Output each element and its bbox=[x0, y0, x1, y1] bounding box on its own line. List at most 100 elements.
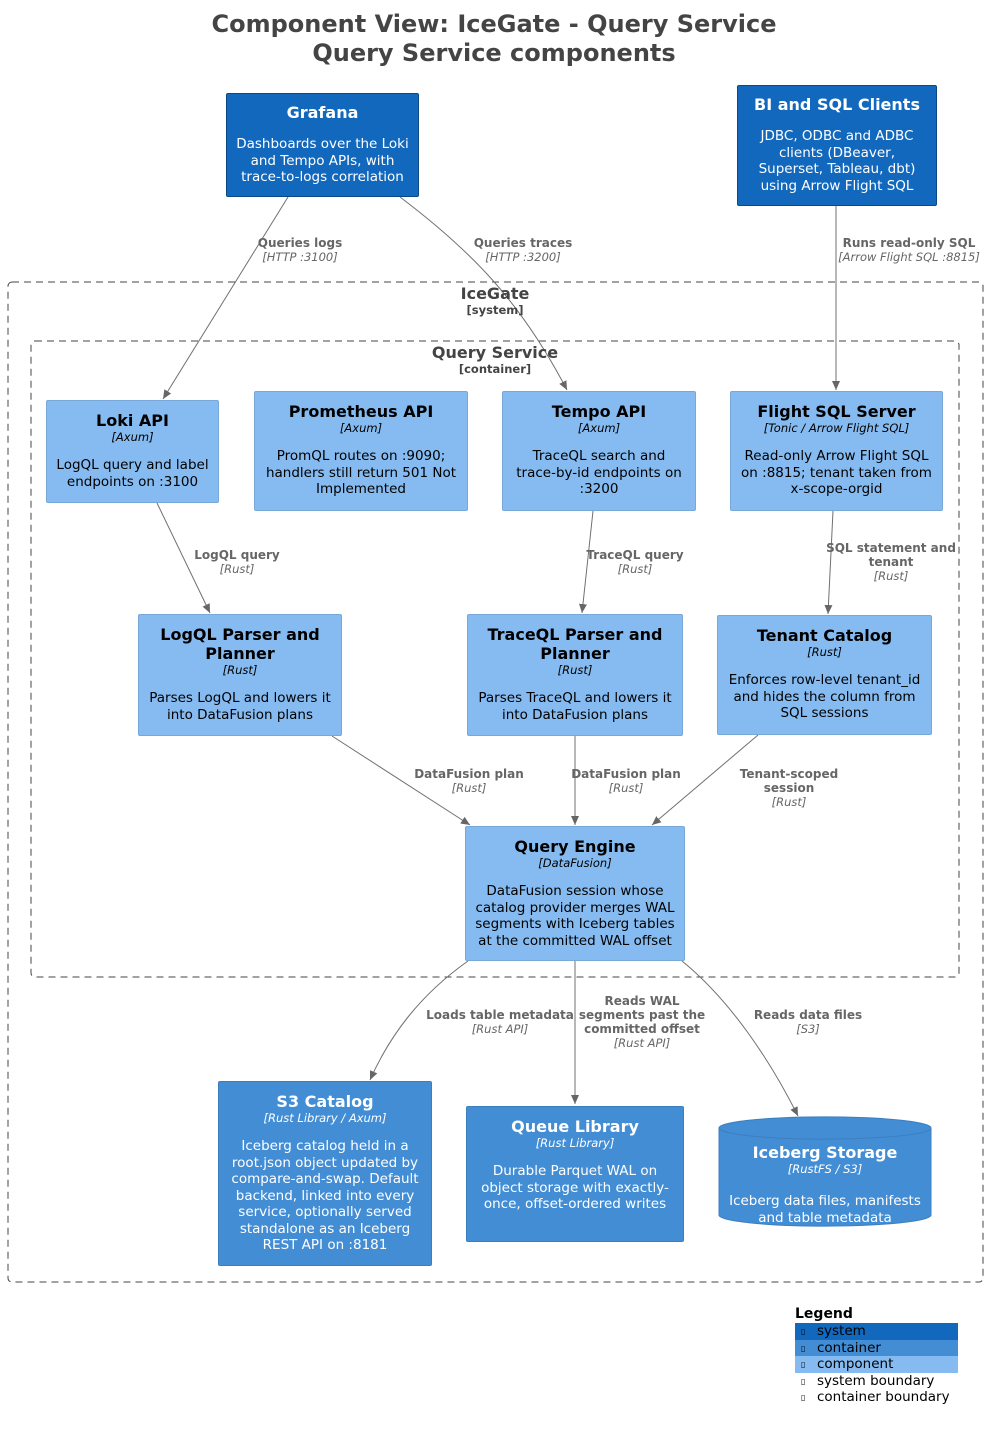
legend: Legend ▯ system ▯ container ▯ component … bbox=[795, 1306, 958, 1406]
tempo-api-component[interactable]: Tempo API [Axum] TraceQL search and trac… bbox=[502, 391, 696, 511]
relation-label-technology: [Rust] bbox=[873, 569, 909, 583]
relation-label-grafana-loki: Queries logs [HTTP :3100] bbox=[240, 236, 360, 264]
element-name: BI and SQL Clients bbox=[754, 95, 920, 114]
arrow-grafana-tempo bbox=[399, 196, 568, 391]
element-description: LogQL query and label endpoints on :3100 bbox=[56, 457, 209, 490]
element-technology: [Rust Library] bbox=[535, 1136, 615, 1150]
legend-item-label: component bbox=[817, 1356, 894, 1372]
legend-item-container-boundary: ▯ container boundary bbox=[795, 1389, 958, 1406]
arrow-tenant-engine bbox=[651, 734, 759, 826]
element-technology: [Axum] bbox=[339, 421, 383, 435]
relation-label-engine-catalog: Loads table metadata [Rust API] bbox=[425, 1008, 575, 1036]
system-boundary-type: [system] bbox=[466, 303, 524, 317]
legend-item-label: container boundary bbox=[817, 1389, 950, 1405]
element-description: Dashboards over the Loki and Tempo APIs,… bbox=[236, 136, 409, 185]
element-description: Iceberg catalog held in a root.json obje… bbox=[231, 1138, 419, 1253]
query-engine-component[interactable]: Query Engine [DataFusion] DataFusion ses… bbox=[465, 826, 685, 961]
element-description: DataFusion session whose catalog provide… bbox=[475, 883, 675, 949]
tenant-catalog-component[interactable]: Tenant Catalog [Rust] Enforces row-level… bbox=[717, 615, 932, 735]
element-description: TraceQL search and trace-by-id endpoints… bbox=[516, 448, 682, 497]
legend-title: Legend bbox=[795, 1306, 853, 1322]
relation-label-engine-storage: Reads data files [S3] bbox=[748, 1008, 868, 1036]
logql-parser-planner-component[interactable]: LogQL Parser and Planner [Rust] Parses L… bbox=[138, 614, 342, 736]
iceberg-storage-database[interactable]: Iceberg Storage [RustFS / S3] Iceberg da… bbox=[719, 1143, 931, 1228]
element-description: Enforces row-level tenant_id and hides t… bbox=[728, 672, 921, 721]
diagram-title-line2: Query Service components bbox=[312, 39, 676, 67]
relation-label-technology: [Rust API] bbox=[471, 1022, 529, 1036]
element-name: Loki API bbox=[96, 411, 169, 430]
prometheus-api-component[interactable]: Prometheus API [Axum] PromQL routes on :… bbox=[254, 391, 468, 511]
legend-item-component: ▯ component bbox=[795, 1356, 958, 1373]
system-boundary-label: IceGate [system] bbox=[395, 285, 595, 318]
container-boundary-label: Query Service [container] bbox=[395, 343, 595, 377]
relation-label-loki-logql: LogQL query [Rust] bbox=[177, 548, 297, 576]
arrow-flight-tenant bbox=[824, 510, 834, 615]
legend-item-system: ▯ system bbox=[795, 1323, 958, 1340]
container-boundary bbox=[30, 340, 960, 978]
relation-label-technology: [Arrow Flight SQL :8815] bbox=[838, 250, 980, 264]
relation-label-text: Reads WAL segments past the committed of… bbox=[578, 994, 706, 1036]
legend-item-label: container bbox=[817, 1339, 881, 1356]
legend-item-label: system boundary bbox=[817, 1372, 935, 1389]
legend-item-label: system bbox=[817, 1323, 866, 1339]
element-name: Flight SQL Server bbox=[757, 402, 916, 421]
element-name: Iceberg Storage bbox=[752, 1143, 898, 1162]
element-name: S3 Catalog bbox=[276, 1092, 374, 1111]
element-name: Tenant Catalog bbox=[756, 626, 893, 645]
element-name: Queue Library bbox=[511, 1117, 639, 1136]
element-description: Parses TraceQL and lowers it into DataFu… bbox=[478, 690, 672, 723]
relation-label-technology: [HTTP :3100] bbox=[262, 250, 338, 264]
relation-label-grafana-tempo: Queries traces [HTTP :3200] bbox=[458, 236, 588, 264]
relation-label-traceql-engine: DataFusion plan [Rust] bbox=[566, 767, 686, 795]
relation-label-tempo-traceql: TraceQL query [Rust] bbox=[575, 548, 695, 576]
legend-swatch-icon: ▯ bbox=[801, 1393, 806, 1402]
relation-label-bi-flight: Runs read-only SQL [Arrow Flight SQL :88… bbox=[830, 236, 988, 264]
flight-sql-server-component[interactable]: Flight SQL Server [Tonic / Arrow Flight … bbox=[730, 391, 943, 511]
queue-library-container[interactable]: Queue Library [Rust Library] Durable Par… bbox=[466, 1106, 684, 1242]
legend-item-container: ▯ container bbox=[795, 1339, 958, 1356]
relation-label-text: Tenant-scoped session bbox=[739, 767, 839, 795]
container-boundary-name: Query Service bbox=[431, 343, 559, 362]
relation-label-text: Queries logs bbox=[257, 236, 343, 250]
relation-label-text: Runs read-only SQL bbox=[842, 236, 976, 250]
arrow-loki-logql bbox=[156, 502, 211, 614]
relation-label-technology: [HTTP :3200] bbox=[485, 250, 561, 264]
diagram-title-line1: Component View: IceGate - Query Service bbox=[211, 10, 777, 38]
element-description: Iceberg data files, manifests and table … bbox=[729, 1193, 921, 1226]
element-description: PromQL routes on :9090; handlers still r… bbox=[265, 448, 457, 497]
iceberg-storage-cylinder bbox=[718, 1116, 932, 1227]
element-description: Read-only Arrow Flight SQL on :8815; ten… bbox=[741, 448, 932, 497]
relation-label-text: Queries traces bbox=[473, 236, 573, 250]
arrow-tempo-traceql bbox=[578, 510, 594, 614]
relation-label-technology: [Rust] bbox=[608, 781, 644, 795]
bi-sql-clients-system[interactable]: BI and SQL Clients JDBC, ODBC and ADBC c… bbox=[737, 85, 937, 206]
element-technology: [Rust Library / Axum] bbox=[263, 1111, 387, 1125]
element-name: Query Engine bbox=[514, 837, 636, 856]
relation-label-text: TraceQL query bbox=[586, 548, 684, 562]
element-technology: [Axum] bbox=[577, 421, 621, 435]
legend-swatch-icon: ▯ bbox=[801, 1327, 806, 1336]
traceql-parser-planner-component[interactable]: TraceQL Parser and Planner [Rust] Parses… bbox=[467, 614, 683, 736]
relation-label-text: Loads table metadata bbox=[426, 1008, 574, 1022]
legend-item-system-boundary: ▯ system boundary bbox=[795, 1373, 958, 1390]
relation-label-technology: [Rust] bbox=[219, 562, 255, 576]
legend-swatch-icon: ▯ bbox=[801, 1343, 806, 1353]
relation-label-technology: [Rust] bbox=[617, 562, 653, 576]
relation-label-technology: [Rust] bbox=[771, 795, 807, 809]
s3-catalog-container[interactable]: S3 Catalog [Rust Library / Axum] Iceberg… bbox=[218, 1081, 432, 1266]
relation-label-technology: [S3] bbox=[796, 1022, 820, 1036]
relation-label-text: Reads data files bbox=[753, 1008, 863, 1022]
element-name: Grafana bbox=[286, 103, 359, 122]
element-technology: [Axum] bbox=[111, 430, 154, 444]
loki-api-component[interactable]: Loki API [Axum] LogQL query and label en… bbox=[46, 400, 219, 503]
element-description: JDBC, ODBC and ADBC clients (DBeaver, Su… bbox=[758, 128, 916, 194]
relation-label-technology: [Rust API] bbox=[613, 1036, 671, 1050]
arrow-logql-engine bbox=[331, 735, 471, 826]
grafana-system[interactable]: Grafana Dashboards over the Loki and Tem… bbox=[226, 93, 419, 197]
element-name: Tempo API bbox=[551, 402, 647, 421]
element-description: Parses LogQL and lowers it into DataFusi… bbox=[149, 690, 331, 723]
relation-label-technology: [Rust] bbox=[451, 781, 487, 795]
relation-label-text: DataFusion plan bbox=[414, 767, 524, 781]
relation-label-logql-engine: DataFusion plan [Rust] bbox=[409, 767, 529, 795]
